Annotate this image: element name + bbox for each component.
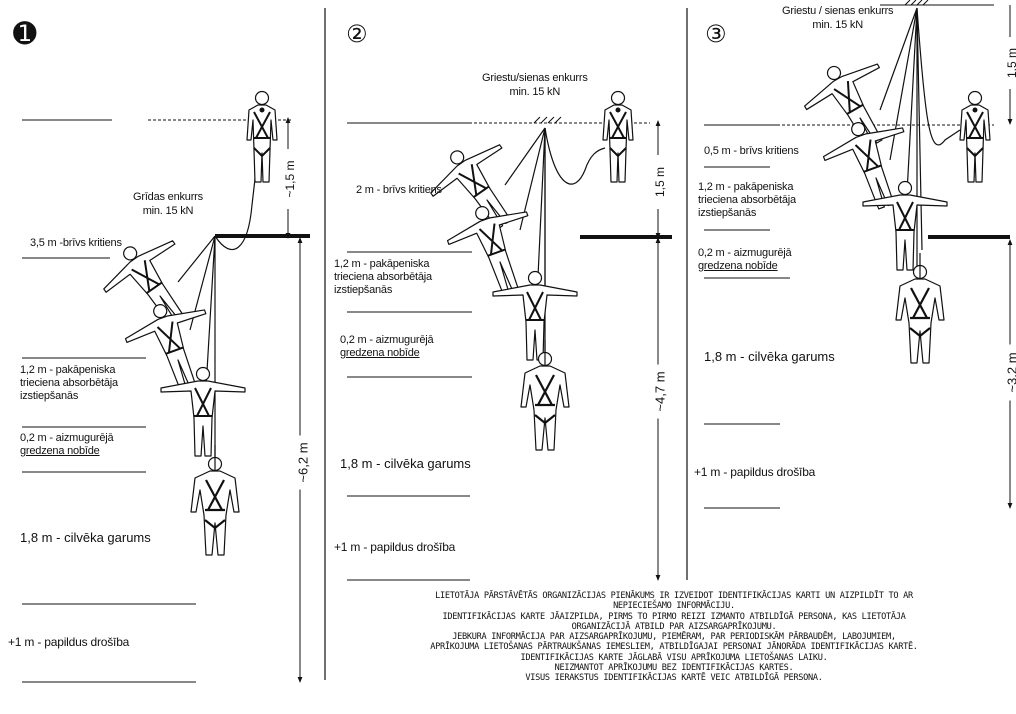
note-line: NEIZMANTOT APRĪKOJUMU BEZ IDENTIFIKĀCIJA…: [332, 663, 1016, 673]
panel3-ring-offset: 0,2 m - aizmugurējā gredzena nobīde: [698, 247, 791, 273]
panel2-anchor-label: Griestu/sienas enkurrs min. 15 kN: [482, 71, 588, 99]
identification-card-notes: LIETOTĀJA PĀRSTĀVĒTĀS ORGANIZĀCIJAS PIEN…: [332, 591, 1016, 684]
panel2-absorber-line-2: trieciena absorbētāja: [334, 271, 432, 284]
panel2-number: ②: [346, 22, 368, 46]
panel1-absorber-line-3: izstiepšanās: [20, 390, 118, 403]
panel1-anchor-line-2: min. 15 kN: [133, 204, 203, 218]
panel2-height-label: 1,5 m: [653, 155, 667, 209]
panel3-person-length: 1,8 m - cilvēka garums: [704, 349, 835, 364]
panel1-anchor-label: Grīdas enkurrs min. 15 kN: [133, 190, 203, 218]
panel2-extra-safety: +1 m - papildus drošība: [334, 541, 455, 554]
panel1-anchor-line-1: Grīdas enkurrs: [133, 190, 203, 204]
panel2-ring-line-1: 0,2 m - aizmugurējā: [340, 334, 433, 347]
panel3-free-fall: 0,5 m - brīvs kritiens: [704, 145, 799, 158]
panel3-absorber: 1,2 m - pakāpeniska trieciena absorbētāj…: [698, 181, 796, 220]
panel1-total-label: ~6,2 m: [296, 436, 311, 490]
note-line: LIETOTĀJA PĀRSTĀVĒTĀS ORGANIZĀCIJAS PIEN…: [332, 591, 1016, 601]
panel2-total-label: ~4,7 m: [653, 365, 668, 419]
panel1-number: ➊: [13, 22, 36, 46]
panel1-ring-offset: 0,2 m - aizmugurējā gredzena nobīde: [20, 432, 113, 458]
panel3-anchor-label: Griestu / sienas enkurrs min. 15 kN: [782, 4, 893, 32]
panel1-absorber-line-2: trieciena absorbētāja: [20, 377, 118, 390]
panel3-extra-safety: +1 m - papildus drošība: [694, 466, 815, 479]
panel3-anchor-line-2: min. 15 kN: [782, 18, 893, 32]
panel1-height-label: ~1,5 m: [283, 149, 297, 209]
panel1-extra-safety: +1 m - papildus drošība: [8, 636, 129, 649]
panel2-ring-line-2: gredzena nobīde: [340, 347, 433, 360]
panel3-absorber-line-1: 1,2 m - pakāpeniska: [698, 181, 796, 194]
panel2-ring-offset: 0,2 m - aizmugurējā gredzena nobīde: [340, 334, 433, 360]
note-line: IDENTIFIKĀCIJAS KARTE JĀAIZPILDA, PIRMS …: [332, 612, 1016, 622]
panel1-absorber-line-1: 1,2 m - pakāpeniska: [20, 364, 118, 377]
panel2-anchor-line-2: min. 15 kN: [482, 85, 588, 99]
note-line: ORGANIZĀCIJĀ ATBILD PAR AIZSARGAPRĪKOJUM…: [332, 622, 1016, 632]
panel1-absorber: 1,2 m - pakāpeniska trieciena absorbētāj…: [20, 364, 118, 403]
panel3-absorber-line-3: izstiepšanās: [698, 207, 796, 220]
panel2-absorber: 1,2 m - pakāpeniska trieciena absorbētāj…: [334, 258, 432, 297]
panel1-ring-line-1: 0,2 m - aizmugurējā: [20, 432, 113, 445]
panel3-ring-line-2: gredzena nobīde: [698, 260, 791, 273]
note-line: JEBKURA INFORMĀCIJA PAR AIZSARGAPRĪKOJUM…: [332, 632, 1016, 642]
panel1-ring-line-2: gredzena nobīde: [20, 445, 113, 458]
panel2-absorber-line-3: izstiepšanās: [334, 284, 432, 297]
panel2-absorber-line-1: 1,2 m - pakāpeniska: [334, 258, 432, 271]
panel2-free-fall: 2 m - brīvs kritiens: [356, 184, 442, 197]
note-line: NEPIECIEŠAMO INFORMĀCIJU.: [332, 601, 1016, 611]
panel1-person-length: 1,8 m - cilvēka garums: [20, 530, 151, 545]
panel2-person-length: 1,8 m - cilvēka garums: [340, 456, 471, 471]
panel3-total-label: ~3,2 m: [1005, 345, 1016, 401]
panel1-free-fall: 3,5 m -brīvs kritiens: [30, 237, 122, 250]
panel3-number: ③: [705, 22, 727, 46]
note-line: IDENTIFIKĀCIJAS KARTE JĀGLABĀ VISU APRĪK…: [332, 653, 1016, 663]
note-line: APRĪKOJUMA LIETOŠANAS PĀRTRAUKŠANAS IEME…: [332, 642, 1016, 652]
panel3-anchor-line-1: Griestu / sienas enkurrs: [782, 4, 893, 18]
panel3-ring-line-1: 0,2 m - aizmugurējā: [698, 247, 791, 260]
note-line: VISUS IERAKSTUS IDENTIFIKĀCIJAS KARTĒ VE…: [332, 673, 1016, 683]
panel2-anchor-line-1: Griestu/sienas enkurrs: [482, 71, 588, 85]
panel3-absorber-line-2: trieciena absorbētāja: [698, 194, 796, 207]
panel3-height-label: 1,5 m: [1005, 37, 1016, 89]
